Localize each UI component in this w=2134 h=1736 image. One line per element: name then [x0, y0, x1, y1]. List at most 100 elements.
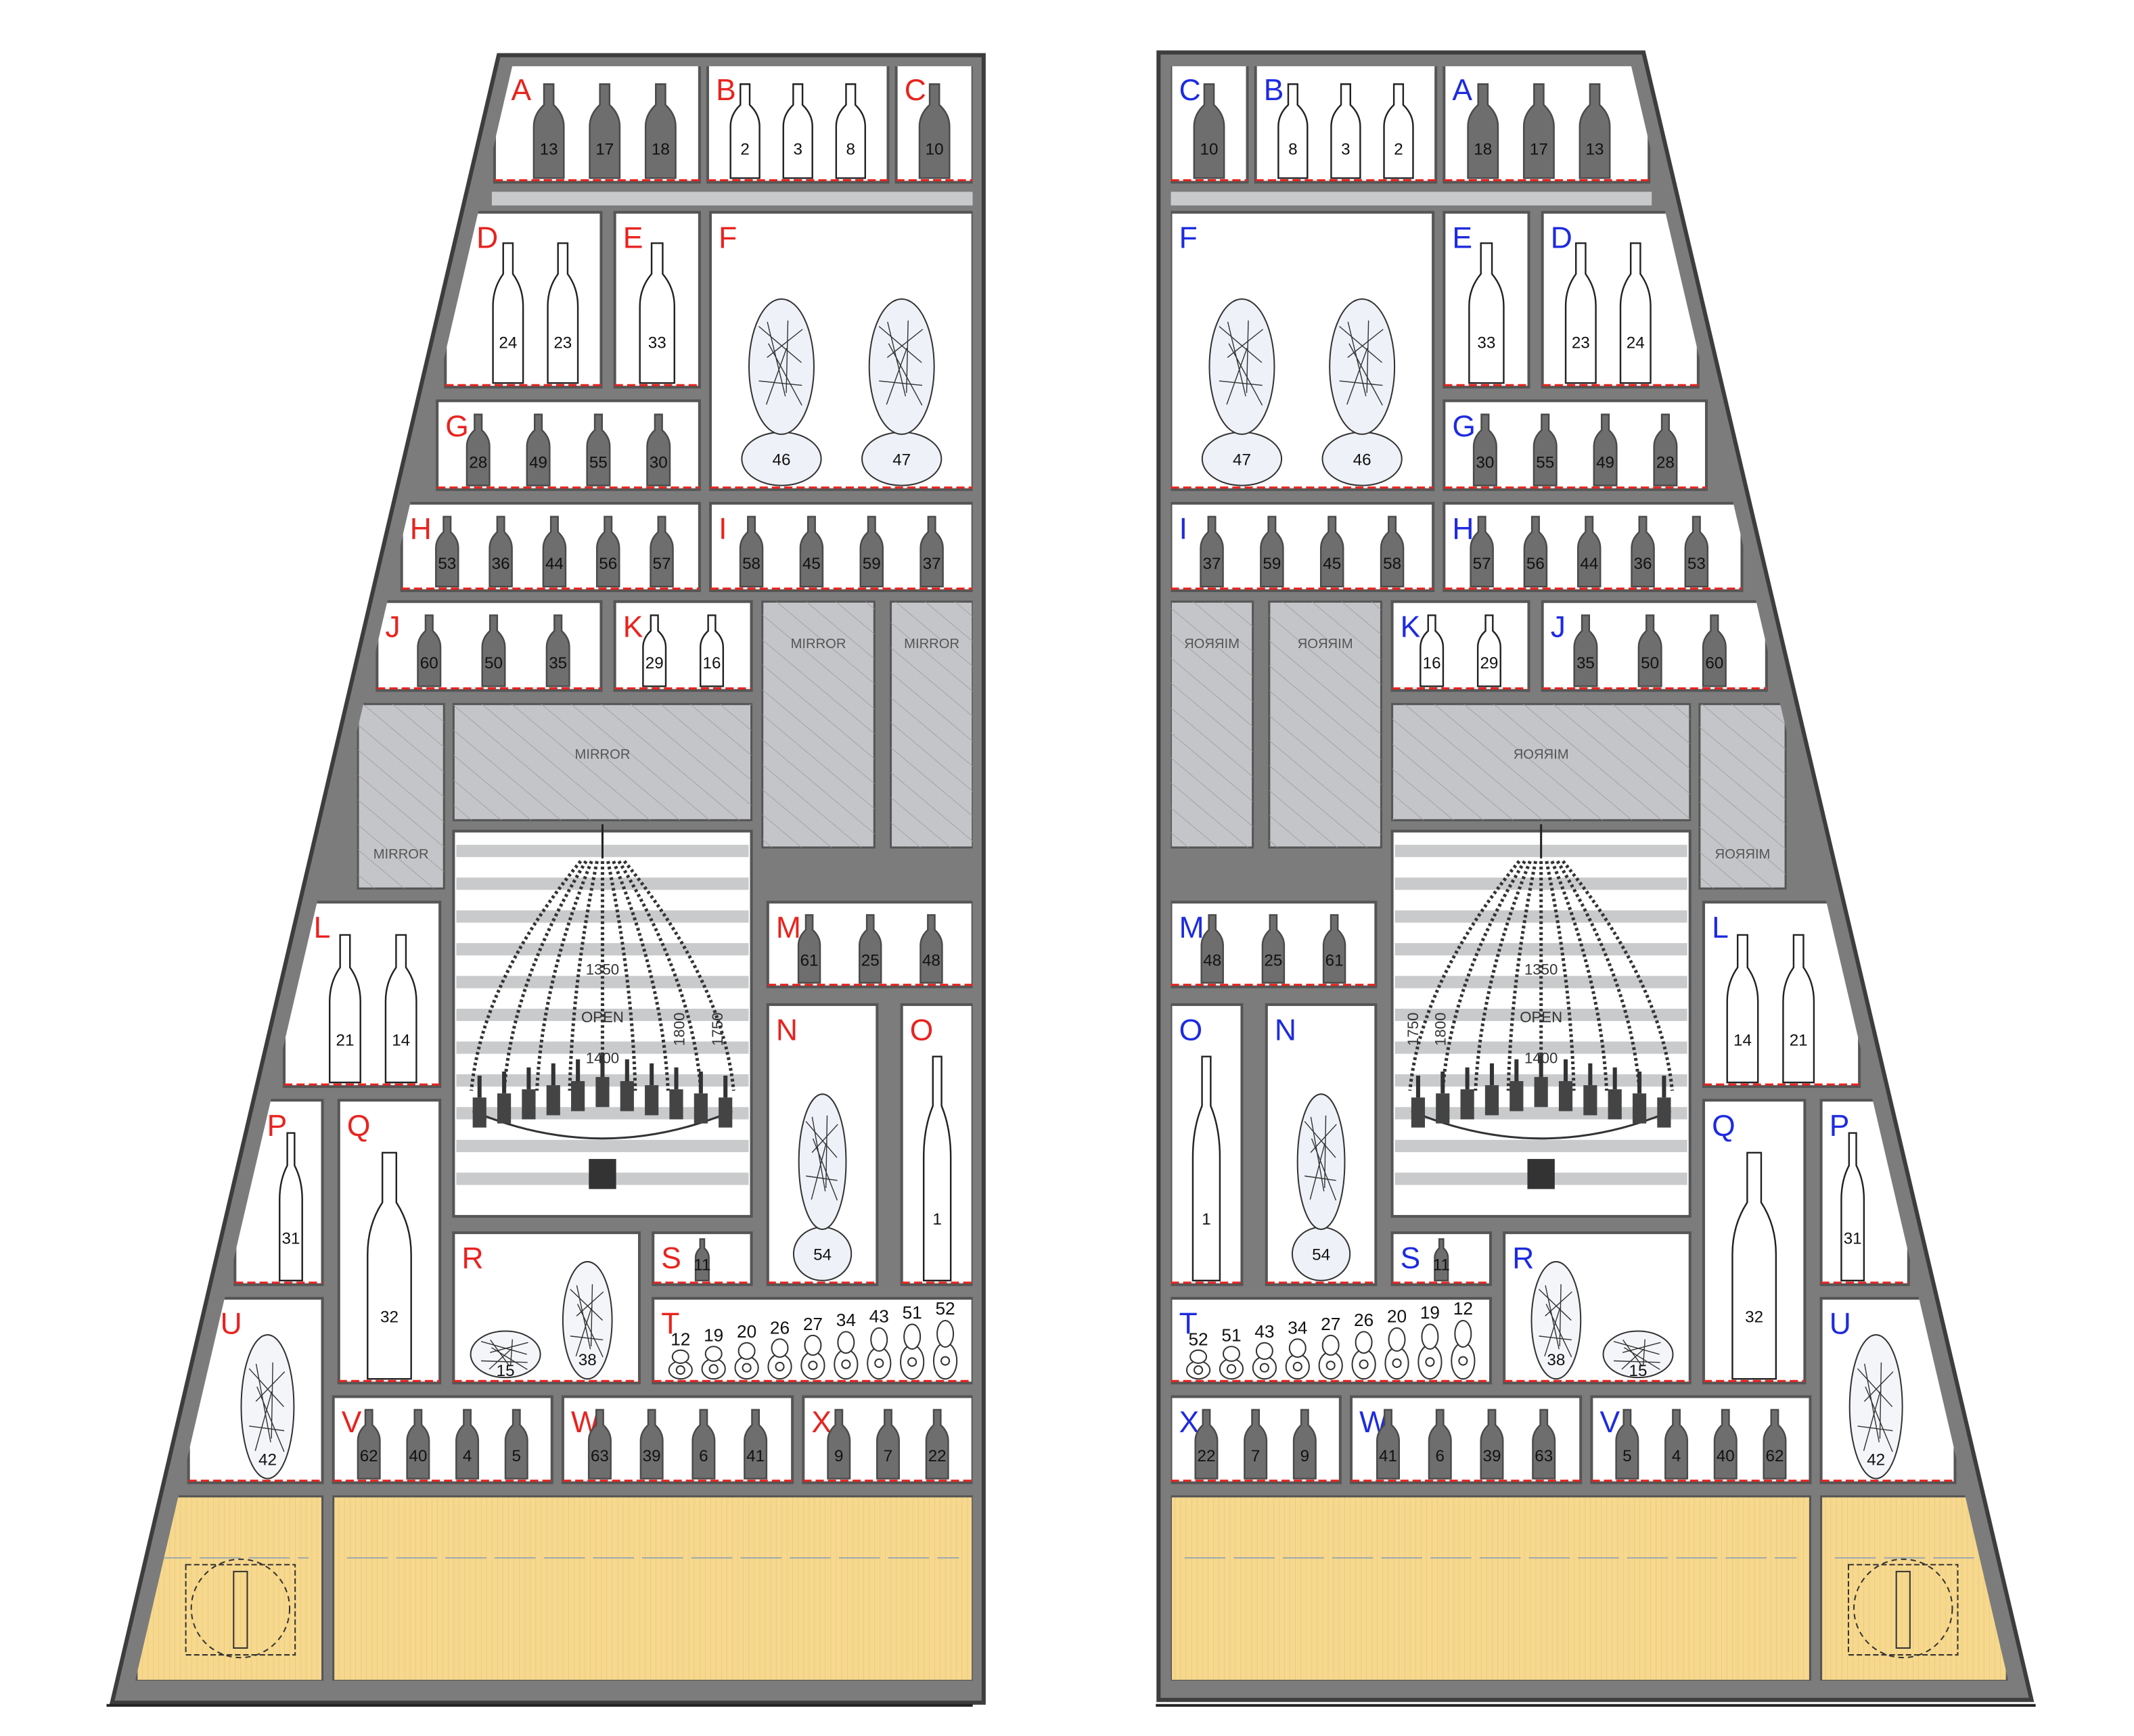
item-number: 20: [737, 1321, 756, 1342]
compartment-letter: B: [1264, 74, 1284, 107]
item-17: 17: [1522, 83, 1555, 179]
item-number: 62: [1765, 1447, 1784, 1465]
item-number: 31: [281, 1229, 300, 1248]
mirror-label: MIRROR: [575, 747, 631, 762]
item-number: 36: [492, 555, 510, 573]
item-number: 55: [589, 453, 608, 472]
stripe: [1394, 1139, 1687, 1152]
compartment-letter: X: [1179, 1406, 1200, 1439]
item-41: 41: [744, 1409, 768, 1480]
item-10: 10: [918, 83, 951, 179]
item-number: 4: [463, 1447, 472, 1465]
item-27: 27: [800, 1314, 825, 1380]
item-26: 26: [767, 1317, 792, 1380]
item-34: 34: [834, 1310, 859, 1380]
item-number: 23: [553, 334, 572, 352]
item-number: 51: [903, 1302, 922, 1323]
compartment-C: C10: [894, 66, 973, 184]
item-39: 39: [639, 1409, 664, 1480]
item-number: 1: [932, 1210, 941, 1229]
item-number: 50: [484, 654, 503, 672]
item-23: 23: [1564, 242, 1597, 384]
item-3: 3: [1330, 83, 1361, 179]
item-number: 49: [529, 453, 547, 472]
compartment-letter: T: [1179, 1308, 1198, 1341]
compartment-letter: T: [661, 1308, 679, 1341]
top-shelf-band: [1171, 191, 1652, 206]
item-51: 51: [1219, 1325, 1244, 1380]
item-number: 35: [1576, 654, 1595, 672]
item-number: 28: [1656, 453, 1675, 472]
item-number: 59: [863, 555, 881, 573]
item-number: 39: [1482, 1447, 1501, 1465]
item-52: 52: [1185, 1329, 1211, 1380]
item-20: 20: [734, 1321, 759, 1380]
compartment-letter: R: [461, 1242, 483, 1275]
compartment-letter: B: [716, 74, 736, 107]
dimension-label: 1800: [1432, 1013, 1449, 1046]
compartment-letter: G: [445, 410, 469, 443]
compartment-Q: Q32: [337, 1099, 442, 1385]
item-number: 19: [1420, 1302, 1440, 1323]
item-number: 54: [1312, 1246, 1330, 1264]
item-number: 39: [643, 1447, 661, 1465]
item-42: 42: [240, 1333, 295, 1480]
item-58: 58: [1380, 516, 1405, 588]
item-53: 53: [435, 516, 459, 588]
item-21: 21: [1782, 934, 1815, 1084]
mirror-label: MIRROR: [1514, 747, 1569, 762]
item-15: 15: [1602, 1330, 1674, 1380]
compartment-E: E33: [613, 210, 701, 389]
dimension-label: 1750: [709, 1013, 726, 1046]
item-31: 31: [1840, 1132, 1865, 1282]
item-number: 60: [420, 654, 438, 672]
stripe: [456, 1139, 749, 1152]
item-number: 37: [923, 555, 941, 573]
item-number: 37: [1203, 555, 1221, 573]
compartment-letter: A: [1452, 74, 1472, 107]
item-number: 43: [869, 1306, 889, 1327]
item-number: 16: [1423, 654, 1441, 672]
item-number: 29: [1480, 654, 1498, 672]
mirror-label: MIRROR: [1715, 847, 1771, 862]
mirror-panel: MIRROR: [890, 600, 973, 849]
compartment-letter: M: [1179, 911, 1204, 944]
item-6: 6: [1428, 1409, 1452, 1480]
item-34: 34: [1285, 1317, 1310, 1380]
item-number: 63: [591, 1447, 609, 1465]
item-number: 26: [1354, 1310, 1374, 1330]
item-38: 38: [562, 1260, 613, 1380]
item-50: 50: [481, 614, 506, 687]
item-number: 45: [1323, 555, 1341, 573]
item-number: 54: [813, 1246, 832, 1264]
item-28: 28: [466, 413, 491, 486]
item-39: 39: [1480, 1409, 1504, 1480]
item-number: 61: [800, 952, 819, 970]
right-elevation-panel: MIRRORMIRRORMIRRORMIRROR1350OPEN14001800…: [1156, 50, 2036, 1707]
item-13: 13: [1579, 83, 1611, 179]
item-number: 40: [1717, 1447, 1735, 1465]
item-18: 18: [644, 83, 677, 179]
item-number: 24: [499, 334, 517, 352]
item-31: 31: [279, 1132, 303, 1282]
item-29: 29: [1476, 614, 1501, 687]
item-49: 49: [1593, 413, 1618, 486]
item-7: 7: [1244, 1409, 1268, 1480]
item-number: 42: [1867, 1451, 1885, 1469]
item-number: 4: [1672, 1447, 1681, 1465]
item-22: 22: [1194, 1409, 1219, 1480]
